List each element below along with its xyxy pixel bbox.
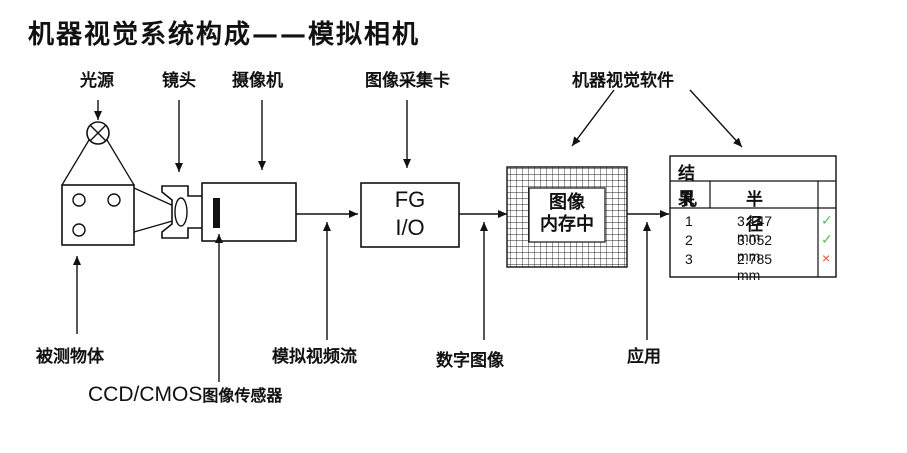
results-table bbox=[669, 155, 837, 278]
result-row-1-value: 3.147 mm bbox=[737, 213, 773, 245]
image-memory-text: 图像 内存中 bbox=[531, 192, 603, 236]
arrow-software-result bbox=[689, 89, 743, 148]
label-object: 被测物体 bbox=[36, 347, 104, 367]
sensor-plate bbox=[213, 198, 220, 228]
fg-io-box bbox=[360, 182, 460, 248]
lens-icon bbox=[161, 185, 207, 239]
label-lens: 镜头 bbox=[162, 71, 196, 91]
io-text: I/O bbox=[395, 215, 425, 240]
result-row-3-id: 3 bbox=[685, 251, 693, 267]
label-frame-grabber: 图像采集卡 bbox=[365, 71, 450, 91]
check-icon: ✓ bbox=[821, 212, 833, 228]
results-header: 结果 bbox=[678, 164, 695, 209]
memory-line2: 内存中 bbox=[540, 214, 594, 235]
results-col-hole: 孔 bbox=[680, 190, 697, 210]
result-row-2-id: 2 bbox=[685, 232, 693, 248]
label-camera: 摄像机 bbox=[232, 71, 283, 91]
object-block bbox=[61, 184, 135, 246]
fg-io-text: FG I/O bbox=[361, 186, 459, 242]
arrow-software-memory bbox=[571, 89, 615, 147]
result-row-2-value: 3.052 mm bbox=[737, 232, 773, 264]
label-sensor-latin: CCD/CMOS bbox=[88, 383, 203, 406]
label-light-source: 光源 bbox=[80, 71, 114, 91]
result-row-3-value: 2.785 mm bbox=[737, 251, 773, 283]
light-source-icon bbox=[61, 121, 135, 186]
label-vision-software: 机器视觉软件 bbox=[572, 71, 674, 91]
result-row-1-id: 1 bbox=[685, 213, 693, 229]
label-application: 应用 bbox=[627, 347, 661, 367]
label-digital-image: 数字图像 bbox=[436, 351, 504, 371]
check-icon: ✓ bbox=[821, 231, 833, 247]
label-sensor-cn: 图像传感器 bbox=[202, 386, 283, 405]
page-title: 机器视觉系统构成——模拟相机 bbox=[28, 20, 421, 50]
label-sensor: CCD/CMOS图像传感器 bbox=[88, 382, 282, 407]
label-analog-stream: 模拟视频流 bbox=[272, 347, 357, 367]
results-col-radius: 半径 bbox=[746, 190, 763, 235]
memory-line1: 图像 bbox=[549, 192, 585, 213]
fg-text: FG bbox=[394, 187, 426, 212]
cross-icon: × bbox=[822, 250, 831, 266]
